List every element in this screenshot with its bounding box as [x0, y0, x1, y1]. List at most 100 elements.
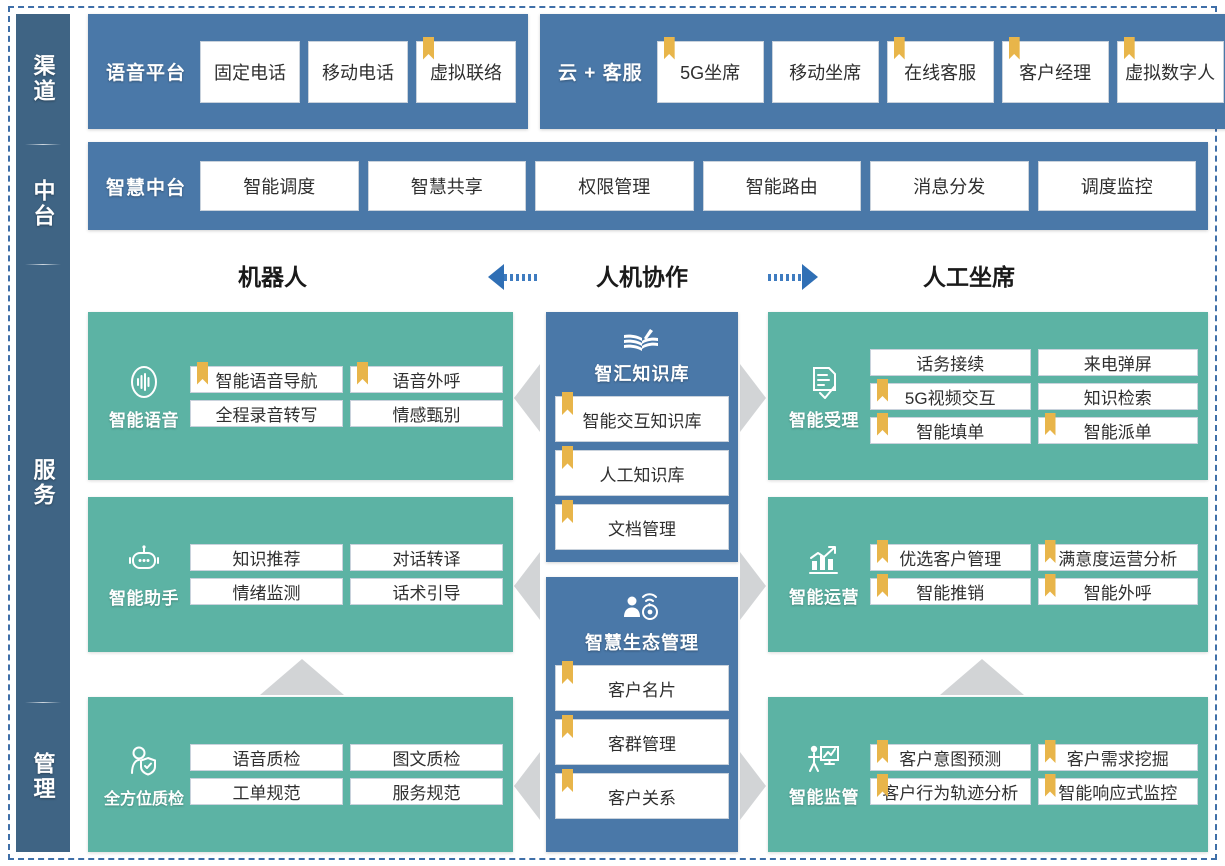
chevron-right-icon-3	[740, 752, 766, 820]
chip-knowledge-retrieval[interactable]: 知识检索	[1037, 382, 1198, 410]
panel-operation-title: 智能运营	[789, 588, 859, 607]
panel-ecology-title: 智慧生态管理	[585, 633, 699, 653]
cloud-service-title: 云 + 客服	[558, 63, 643, 84]
panel-voice-title: 智能语音	[109, 410, 179, 430]
chip-account-manager[interactable]: 客户经理	[1001, 40, 1109, 103]
chip-full-recording-transcription[interactable]: 全程录音转写	[190, 399, 343, 427]
chip-satisfaction-operation-analysis[interactable]: 满意度运营分析	[1037, 544, 1198, 571]
chip-online-service[interactable]: 在线客服	[886, 40, 994, 103]
panel-intelligent-supervision: 智能监管 客户意图预测 客户需求挖掘 客户行为轨迹分析 智能响应式监控	[768, 697, 1208, 852]
chevron-left-icon-2	[514, 552, 540, 620]
chip-customer-intent-prediction[interactable]: 客户意图预测	[870, 744, 1031, 771]
chip-customer-behavior-trace-analysis[interactable]: 客户行为轨迹分析	[870, 778, 1031, 805]
chevron-right-icon-1	[740, 364, 766, 432]
rail-label-midplatform: 中台	[30, 179, 56, 229]
panel-ecology-management: 智慧生态管理 客户名片 客群管理 客户关系	[546, 577, 738, 852]
chip-dispatch-monitor[interactable]: 调度监控	[1037, 161, 1197, 211]
chip-permission-mgmt[interactable]: 权限管理	[535, 161, 694, 211]
rail-label-channel: 渠道	[30, 54, 56, 104]
midplatform-title: 智慧中台	[106, 177, 187, 199]
arrow-right-to-human	[768, 264, 818, 290]
diagram-content: 语音平台 固定电话 移动电话 虚拟联络 云 + 客服 5G坐席 移动坐席 在线客…	[88, 14, 1225, 852]
head-collaboration: 人机协作	[596, 264, 688, 290]
chip-virtual-contact[interactable]: 虚拟联络	[416, 40, 517, 103]
person-shield-icon	[124, 741, 164, 781]
chip-smart-outbound[interactable]: 智能外呼	[1037, 578, 1198, 605]
panel-intelligent-assistant: 智能助手 知识推荐 对话转译 情绪监测 话术引导	[88, 497, 513, 652]
chip-emotion-identification[interactable]: 情感甄别	[350, 399, 503, 427]
chip-smart-marketing[interactable]: 智能推销	[870, 578, 1031, 605]
chip-manual-knowledge-base[interactable]: 人工知识库	[555, 450, 729, 496]
rail-segment-midplatform[interactable]: 中台	[16, 144, 70, 264]
chip-interactive-knowledge-base[interactable]: 智能交互知识库	[555, 396, 729, 442]
rail-segment-channel[interactable]: 渠道	[16, 14, 70, 144]
chip-customer-card[interactable]: 客户名片	[555, 665, 729, 711]
layer-rail: 渠道 中台 服务 管理	[16, 14, 70, 852]
panel-assistant-caption: 智能助手	[98, 540, 190, 609]
chip-text-image-quality-check[interactable]: 图文质检	[350, 744, 503, 771]
chip-smart-ticket-dispatch[interactable]: 智能派单	[1037, 416, 1198, 444]
triangle-right-icon	[802, 264, 818, 290]
chip-mobile-phone[interactable]: 移动电话	[308, 40, 409, 103]
dash-line-left	[504, 273, 538, 281]
panel-quality-caption: 全方位质检	[98, 741, 190, 809]
chip-customer-relationship[interactable]: 客户关系	[555, 773, 729, 819]
chip-customer-demand-mining[interactable]: 客户需求挖掘	[1037, 744, 1198, 771]
triangle-up-icon-right	[940, 659, 1024, 695]
panel-accept-caption: 智能受理	[778, 362, 870, 431]
chip-dialog-translation[interactable]: 对话转译	[350, 544, 503, 571]
panel-ecology-caption: 智慧生态管理	[555, 586, 729, 665]
chip-voice-navigation[interactable]: 智能语音导航	[190, 365, 343, 393]
head-human-agent: 人工坐席	[923, 264, 1015, 290]
chip-smart-dispatch[interactable]: 智能调度	[200, 161, 359, 211]
rail-label-management: 管理	[30, 752, 56, 802]
chip-voice-quality-check[interactable]: 语音质检	[190, 744, 343, 771]
panel-operation-caption: 智能运营	[778, 541, 870, 608]
chip-call-connection[interactable]: 话务接续	[870, 348, 1031, 376]
person-network-icon	[619, 592, 665, 626]
rail-label-service: 服务	[30, 458, 56, 508]
chip-5g-seat[interactable]: 5G坐席	[656, 40, 764, 103]
rail-segment-management[interactable]: 管理	[16, 702, 70, 852]
chip-incoming-screen-pop[interactable]: 来电弹屏	[1037, 348, 1198, 376]
chip-service-standard[interactable]: 服务规范	[350, 778, 503, 805]
chip-smart-responsive-monitoring[interactable]: 智能响应式监控	[1037, 778, 1198, 805]
panel-supervision-caption: 智能监管	[778, 741, 870, 808]
chip-smart-routing[interactable]: 智能路由	[702, 161, 862, 211]
triangle-left-icon	[488, 264, 504, 290]
chip-mobile-seat[interactable]: 移动坐席	[771, 40, 879, 103]
chip-message-distribution[interactable]: 消息分发	[870, 161, 1029, 211]
chip-preferred-customer-management[interactable]: 优选客户管理	[870, 544, 1031, 571]
chevron-left-icon-3	[514, 752, 540, 820]
chip-script-guidance[interactable]: 话术引导	[350, 578, 503, 605]
panel-intelligent-operation: 智能运营 优选客户管理 满意度运营分析 智能推销 智能外呼	[768, 497, 1208, 652]
panel-voice-caption: 智能语音	[98, 362, 190, 431]
chip-smart-form-filling[interactable]: 智能填单	[870, 416, 1031, 444]
rail-segment-service[interactable]: 服务	[16, 264, 70, 702]
chip-ticket-standard[interactable]: 工单规范	[190, 778, 343, 805]
triangle-up-icon-left	[260, 659, 344, 695]
panel-knowledge-title: 智汇知识库	[594, 364, 690, 384]
chevron-right-icon-2	[740, 552, 766, 620]
chip-knowledge-recommendation[interactable]: 知识推荐	[190, 544, 343, 571]
chip-customer-group-management[interactable]: 客群管理	[555, 719, 729, 765]
chevron-left-icon-1	[514, 364, 540, 432]
panel-assistant-title: 智能助手	[109, 589, 179, 608]
chip-document-management[interactable]: 文档管理	[555, 504, 729, 550]
presentation-person-icon	[804, 741, 844, 779]
document-check-icon	[805, 362, 843, 402]
panel-quality-title: 全方位质检	[103, 790, 184, 808]
chip-virtual-human[interactable]: 虚拟数字人	[1116, 40, 1224, 103]
chip-smart-sharing[interactable]: 智慧共享	[367, 161, 527, 211]
panel-knowledge-base: 智汇知识库 智能交互知识库 人工知识库 文档管理	[546, 312, 738, 562]
chip-5g-video-interaction[interactable]: 5G视频交互	[870, 382, 1031, 410]
arrow-left-to-robot	[488, 264, 538, 290]
chip-voice-outbound[interactable]: 语音外呼	[350, 365, 503, 393]
panel-full-quality-inspection: 全方位质检 语音质检 图文质检 工单规范 服务规范	[88, 697, 513, 852]
panel-supervision-title: 智能监管	[789, 788, 859, 807]
cloud-service-band: 云 + 客服 5G坐席 移动坐席 在线客服 客户经理 虚拟数字人	[540, 14, 1225, 129]
panel-intelligent-voice: 智能语音 智能语音导航 语音外呼 全程录音转写 情感甄别	[88, 312, 513, 480]
chip-fixed-phone[interactable]: 固定电话	[200, 40, 301, 103]
chip-emotion-monitoring[interactable]: 情绪监测	[190, 578, 343, 605]
